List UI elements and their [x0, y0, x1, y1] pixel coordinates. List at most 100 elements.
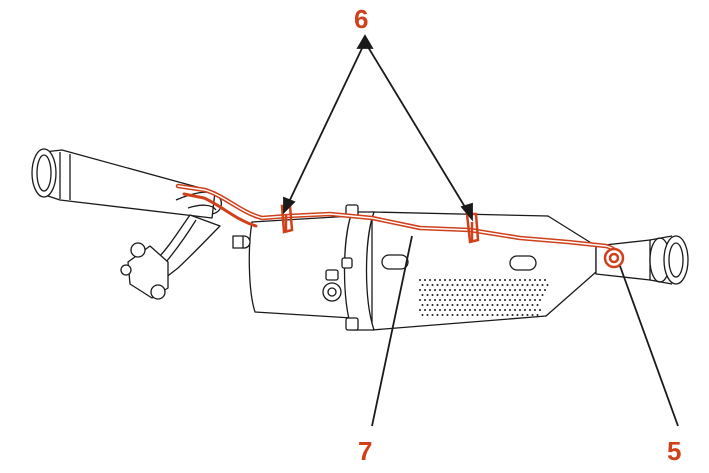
- perforation-dot: [459, 289, 461, 291]
- perforation-dot: [441, 284, 444, 286]
- perforation-dot: [534, 289, 536, 291]
- perforation-dot: [426, 284, 429, 286]
- perforation-dot: [496, 314, 499, 316]
- perforation-dot: [539, 299, 541, 301]
- inlet-pipe: [31, 148, 216, 219]
- perforation-dot: [424, 299, 426, 301]
- perforation-dot: [459, 309, 461, 311]
- perforation-dot: [454, 299, 456, 301]
- perforation-dot: [539, 289, 541, 291]
- perforation-dot: [486, 294, 489, 296]
- perforation-dot: [431, 294, 434, 296]
- perforation-dot: [521, 304, 524, 306]
- perforation-dot: [539, 279, 541, 281]
- perforation-dot: [421, 294, 424, 296]
- perforation-dot: [519, 299, 521, 301]
- perforation-dot: [536, 314, 539, 316]
- perforation-dot: [526, 304, 529, 306]
- perforation-dot: [434, 309, 436, 311]
- pressure-sensor-port: [603, 247, 625, 269]
- perforation-dot: [524, 289, 526, 291]
- perforation-dot: [484, 289, 486, 291]
- perforation-dot: [424, 309, 426, 311]
- perforation-dot: [531, 314, 534, 316]
- perforation-dot: [419, 279, 421, 281]
- perforation-dot: [441, 294, 444, 296]
- perforation-dot: [496, 304, 499, 306]
- perforation-dot: [476, 304, 479, 306]
- perforation-dot: [501, 294, 504, 296]
- perforation-dot: [436, 304, 439, 306]
- perforation-dot: [431, 314, 434, 316]
- perforation-dot: [504, 279, 506, 281]
- perforation-dot: [451, 304, 454, 306]
- perforation-dot: [504, 299, 506, 301]
- perforation-dot: [471, 304, 474, 306]
- perforation-dot: [509, 279, 511, 281]
- perforation-dot: [494, 279, 496, 281]
- perforation-dot: [471, 314, 474, 316]
- perforation-dot: [534, 299, 536, 301]
- perforation-dot: [481, 314, 484, 316]
- perforation-dot: [506, 314, 509, 316]
- perforation-dot: [514, 289, 516, 291]
- callout-6: 6: [354, 4, 369, 34]
- perforation-dot: [491, 294, 494, 296]
- perforation-dot: [469, 289, 471, 291]
- perforation-dot: [531, 294, 534, 296]
- perforation-dot: [434, 289, 436, 291]
- perforation-dot: [534, 279, 536, 281]
- perforation-dot: [431, 304, 434, 306]
- perforation-dot: [501, 314, 504, 316]
- filter-canister: [232, 204, 597, 331]
- perforation-dot: [509, 309, 511, 311]
- perforation-dot: [449, 289, 451, 291]
- perforation-dot: [449, 299, 451, 301]
- perforation-dot: [484, 299, 486, 301]
- perforation-dot: [489, 309, 491, 311]
- perforation-dot: [526, 294, 529, 296]
- perforation-dot: [516, 284, 519, 286]
- perforation-dot: [499, 309, 501, 311]
- perforation-dot: [456, 314, 459, 316]
- perforation-dot: [461, 304, 464, 306]
- perforation-dot: [491, 284, 494, 286]
- perforation-dot: [469, 299, 471, 301]
- perforation-dot: [499, 279, 501, 281]
- perforation-dot: [544, 279, 546, 281]
- perforation-dot: [474, 289, 476, 291]
- perforation-dot: [529, 299, 531, 301]
- perforation-dot: [454, 289, 456, 291]
- perforation-dot: [486, 304, 489, 306]
- perforation-dot: [426, 304, 429, 306]
- perforation-dot: [479, 279, 481, 281]
- perforation-dot: [494, 289, 496, 291]
- perforation-dot: [504, 309, 506, 311]
- perforation-dot: [444, 309, 446, 311]
- perforation-dot: [419, 299, 421, 301]
- perforation-dot: [481, 294, 484, 296]
- perforation-dot: [519, 289, 521, 291]
- perforation-dot: [521, 294, 524, 296]
- perforation-dot: [536, 284, 539, 286]
- perforation-dot: [461, 314, 464, 316]
- perforation-dot: [456, 284, 459, 286]
- perforation-dot: [499, 299, 501, 301]
- perforation-dot: [489, 279, 491, 281]
- perforation-dot: [541, 284, 544, 286]
- perforation-dot: [429, 299, 431, 301]
- perforation-dot: [471, 284, 474, 286]
- perforation-dot: [496, 284, 499, 286]
- perforation-dot: [499, 289, 501, 291]
- perforation-dot: [464, 279, 466, 281]
- perforation-dot: [461, 294, 464, 296]
- perforation-dot: [446, 314, 449, 316]
- perforation-dot: [464, 299, 466, 301]
- perforation-dot: [526, 314, 529, 316]
- perforation-dot: [509, 299, 511, 301]
- perforation-dot: [436, 314, 439, 316]
- callout-5: 5: [667, 436, 682, 466]
- perforation-dot: [491, 304, 494, 306]
- perforation-dot: [466, 314, 469, 316]
